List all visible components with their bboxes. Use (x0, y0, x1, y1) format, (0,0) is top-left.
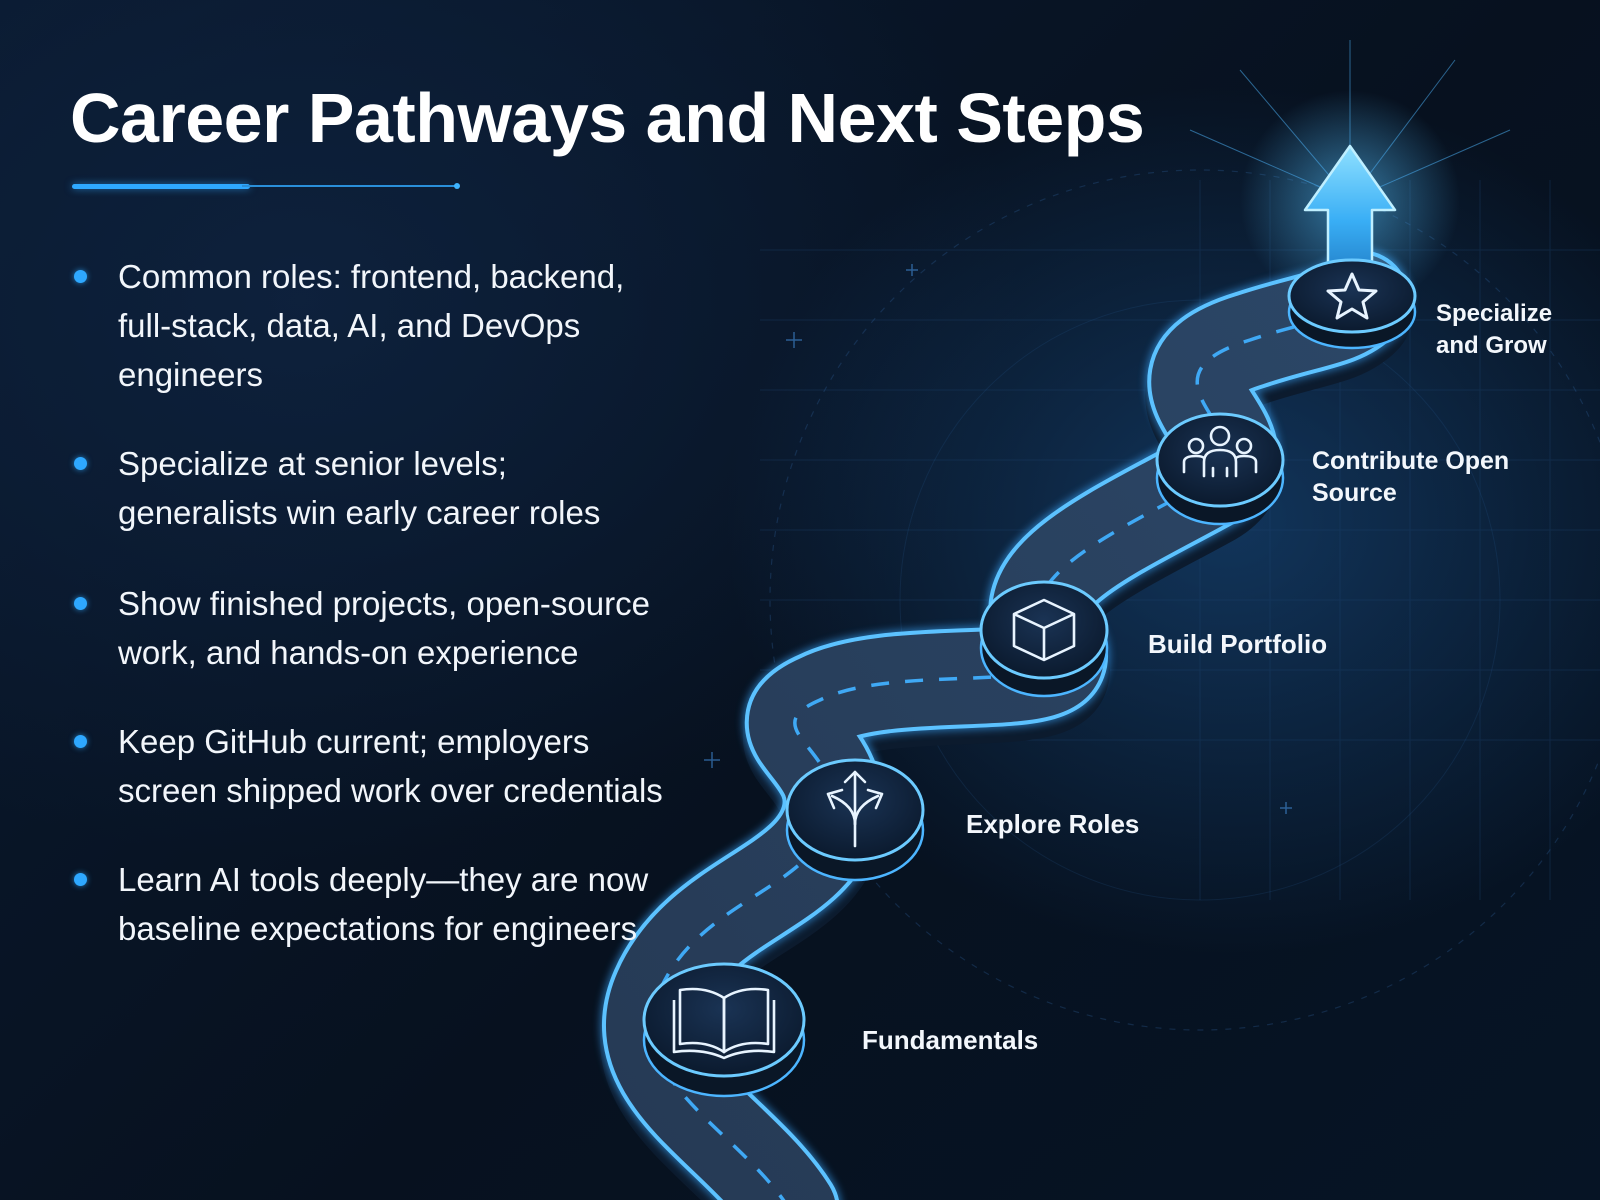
bullet-list: Common roles: frontend, backend, full-st… (70, 252, 670, 953)
bullet-item: Learn AI tools deeply—they are now basel… (70, 855, 670, 953)
step-label-portfolio: Build Portfolio (1148, 629, 1328, 659)
step-label-explore: Explore Roles (966, 809, 1140, 839)
bullet-dot (74, 873, 87, 886)
step-disc-contribute (1155, 412, 1285, 526)
bullet-item: Specialize at senior levels; generalists… (70, 439, 670, 537)
bullet-text: Keep GitHub current; employers screen sh… (118, 723, 663, 809)
road (600, 248, 1412, 1200)
step-label-contribute: Contribute Open Source (1312, 447, 1510, 507)
page-title: Career Pathways and Next Steps (70, 79, 1145, 157)
step-disc-portfolio (979, 580, 1109, 698)
bullet-text: Common roles: frontend, backend, full-st… (118, 258, 625, 393)
split-arrows-icon (826, 770, 884, 848)
bullet-item: Common roles: frontend, backend, full-st… (70, 252, 670, 399)
bullet-dot (74, 270, 87, 283)
title-underline (72, 183, 464, 189)
bullet-item: Keep GitHub current; employers screen sh… (70, 717, 670, 815)
cube-icon (1012, 598, 1076, 662)
step-label-specialize: Specialize and Grow (1436, 300, 1553, 359)
open-book-icon (672, 987, 776, 1060)
bullet-dot (74, 457, 87, 470)
step-disc-fundamentals (642, 962, 806, 1098)
people-group-icon (1182, 425, 1258, 478)
star-icon (1326, 272, 1378, 320)
step-disc-specialize (1287, 258, 1417, 350)
bullet-dot (74, 735, 87, 748)
step-label-fundamentals: Fundamentals (862, 1025, 1039, 1055)
bullet-dot (74, 597, 87, 610)
step-disc-explore (785, 758, 925, 882)
bullet-item: Show finished projects, open-source work… (70, 579, 670, 677)
plus-icon (704, 264, 1292, 814)
bullet-text: Show finished projects, open-source work… (118, 585, 650, 671)
bullet-text: Learn AI tools deeply—they are now basel… (118, 861, 649, 947)
bullet-text: Specialize at senior levels; generalists… (118, 445, 601, 531)
